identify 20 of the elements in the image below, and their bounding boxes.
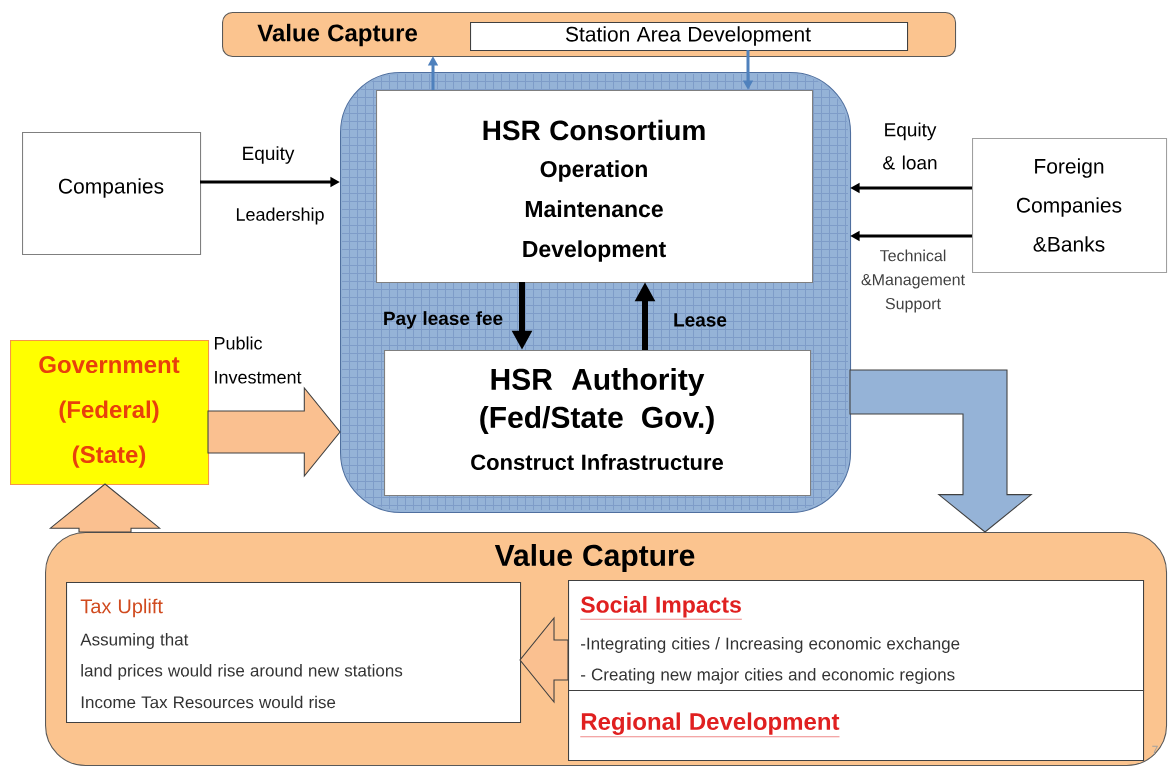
edge-label: Equity xyxy=(243,146,295,164)
text-box: Social Impacts -Integrating cities / Increasing economic exchange - Creating new major cities and economic regions xyxy=(568,580,1145,692)
text-box: Tax Uplift Assuming that land prices would rise around new stations Income Tax Resources would rise xyxy=(66,582,522,724)
entity-box: Government (Federal) (State) xyxy=(10,340,210,486)
text-box: Regional Development xyxy=(568,690,1145,762)
label-box: Station Area Development xyxy=(470,22,909,52)
edge-label: Technical &Management Support xyxy=(861,249,965,313)
edge-label: Pay lease fee xyxy=(384,311,503,329)
process-box: HSR Authority (Fed/State Gov.) Construct Infrastructure xyxy=(384,350,812,497)
block-arrow xyxy=(207,386,341,478)
edge-label: Lease xyxy=(674,313,727,327)
entity-box: Companies xyxy=(22,132,202,256)
block-arrow xyxy=(48,483,162,533)
entity-box: Foreign Companies &Banks xyxy=(972,138,1168,274)
block-arrow xyxy=(519,616,569,704)
edge-label: Equity & loan xyxy=(883,122,937,170)
edge-label: Public Investment xyxy=(215,336,302,384)
text-label: Leadership xyxy=(236,207,324,225)
block-arrow xyxy=(849,369,1033,533)
process-box: HSR Consortium Operation Maintenance Development xyxy=(376,90,814,284)
